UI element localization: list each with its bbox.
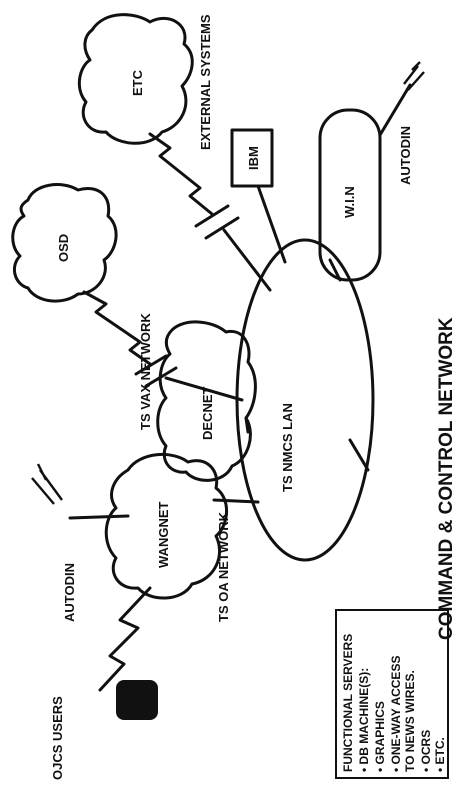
label-ts-oa-network: TS OA NETWORK (216, 511, 231, 622)
autodin-top-line (378, 83, 412, 137)
osd-to-lan-line (164, 376, 244, 402)
autodin-left-antenna (31, 463, 63, 505)
functional-servers-item: • ONE-WAY ACCESS (389, 656, 403, 772)
win-to-lan-line (328, 258, 342, 282)
functional-servers-item: • DB MACHINE(S): (357, 668, 371, 772)
functional-servers-box (335, 609, 449, 779)
etc-link-line (148, 132, 214, 216)
functional-servers-item: • OCRS (419, 730, 433, 772)
functional-servers-item: • GRAPHICS (373, 701, 387, 772)
osd-link-line (82, 290, 152, 366)
osd-barrier-bar-1 (134, 354, 168, 376)
decnet-to-lan-line (244, 416, 250, 434)
win-lower-link (348, 438, 370, 472)
functional-servers-item: TO NEWS WIRES. (403, 670, 417, 772)
label-wangnet: WANGNET (156, 502, 171, 569)
label-ts-vax-network: TS VAX NETWORK (138, 313, 153, 430)
label-autodin-left: AUTODIN (62, 563, 77, 622)
ojcs-users-link-line (98, 586, 152, 692)
osd-cloud (11, 183, 118, 303)
label-external-systems: EXTERNAL SYSTEMS (198, 14, 213, 150)
ts-nmcs-lan-ellipse (235, 238, 375, 562)
etc-barrier-bar-1 (194, 204, 230, 228)
label-decnet: DECNET (200, 386, 215, 440)
label-autodin-top: AUTODIN (398, 126, 413, 185)
etc-cloud (77, 13, 194, 145)
label-etc-cloud: ETC (130, 69, 145, 96)
osd-barrier-bar-2 (144, 366, 178, 388)
wangnet-to-lan-line (212, 498, 260, 504)
label-win: W.I.N (342, 186, 357, 218)
label-ojcs-users: OJCS USERS (50, 696, 65, 780)
decnet-cloud (156, 320, 257, 482)
label-ts-nmcs-lan: TS NMCS LAN (280, 403, 295, 492)
functional-servers-heading: FUNCTIONAL SERVERS (341, 634, 355, 772)
ibm-to-lan-line (256, 184, 287, 264)
functional-servers-item: • ETC. (433, 737, 447, 772)
diagram-title: COMMAND & CONTROL NETWORK (436, 317, 457, 640)
label-ibm: IBM (246, 146, 261, 170)
ojcs-users-terminal (116, 680, 158, 720)
win-node-box (318, 108, 382, 282)
etc-barrier-bar-2 (204, 216, 240, 240)
autodin-left-line (68, 514, 130, 520)
ibm-node-box (230, 128, 274, 188)
label-osd: OSD (56, 234, 71, 262)
etc-to-lan-line (222, 228, 272, 292)
autodin-top-antenna (403, 61, 425, 91)
wangnet-cloud (104, 452, 228, 600)
